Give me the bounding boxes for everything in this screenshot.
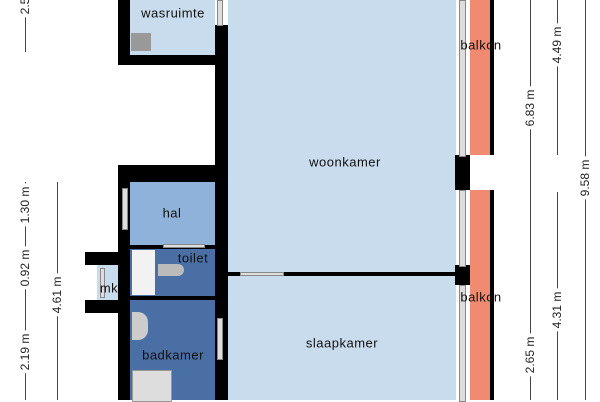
dimension-line [557,0,558,155]
door[interactable] [122,188,128,230]
toilet-bowl [158,264,184,276]
wall [85,300,118,313]
balcony-top [470,0,490,155]
wall [490,190,494,400]
door[interactable] [217,0,223,26]
wall [455,155,470,190]
wall [118,55,228,65]
label-slaapkamer: slaapkamer [305,335,379,351]
dimension-line [25,182,26,400]
wall [85,252,118,265]
dimension-balkon-top: 4.49 m [550,23,564,67]
door[interactable] [163,244,205,248]
room-hal [130,182,215,245]
dimension-hal: 1.30 m [18,183,32,227]
door[interactable] [240,272,284,276]
door[interactable] [100,268,105,298]
wall [490,0,494,155]
dimension-left-top: 2.5 [18,0,32,18]
label-balkon-top: balkon [460,37,502,53]
dimension-woonkamer: 6.83 m [523,86,537,130]
shower [132,370,172,402]
wall [118,0,130,65]
wall [283,272,458,276]
washbasin [132,312,148,340]
room-woonkamer [228,0,456,272]
dimension-total: 9.58 m [578,156,592,200]
room-slaapkamer [228,276,456,400]
dimension-line [25,0,26,52]
wall [215,25,228,400]
label-wasruimte: wasruimte [141,5,205,21]
dimension-balkon-bottom: 4.31 m [550,288,564,332]
wall [455,265,470,285]
label-hal: hal [162,205,182,221]
wall [118,165,228,182]
label-mk: mk [99,280,119,296]
balcony-bottom [470,190,490,400]
window [459,190,466,267]
label-woonkamer: woonkamer [309,154,381,170]
label-toilet: toilet [177,250,209,266]
label-badkamer: badkamer [142,347,204,363]
toilet-sink-area [132,250,155,295]
wall [130,296,215,300]
dimension-line [530,0,531,400]
window [459,0,466,157]
wall [228,272,240,276]
dimension-line [585,0,586,400]
dimension-toilet: 0.92 m [18,246,32,290]
dimension-badkamer: 2.19 m [18,330,32,374]
dimension-left-total: 4.61 m [50,273,64,317]
dimension-slaapkamer: 2.65 m [523,333,537,377]
washing-machine [131,33,151,51]
label-balkon-bottom: balkon [460,289,502,305]
door[interactable] [217,318,223,360]
